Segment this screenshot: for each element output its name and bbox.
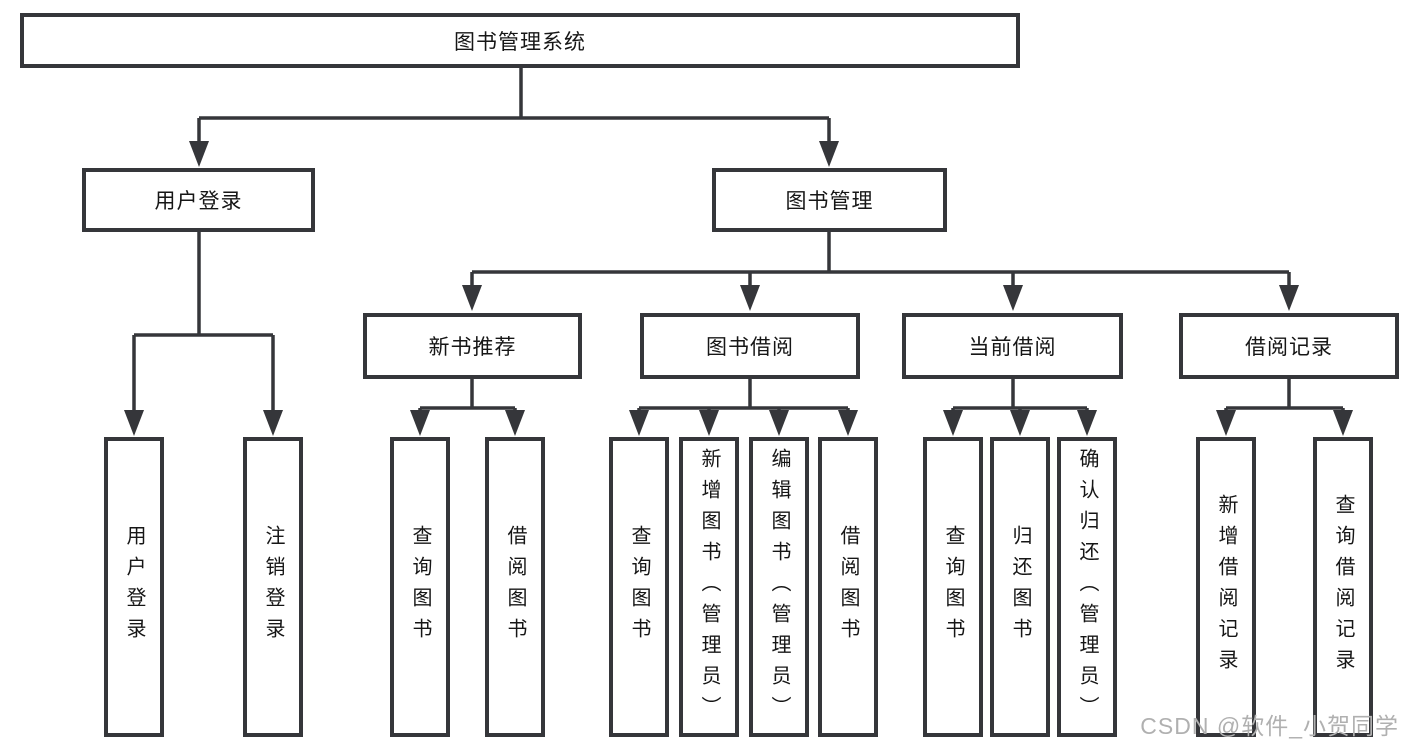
leaf-newbook-borrow-books: 借阅图书 (485, 437, 545, 737)
leaf-borrow-borrow-books-label: 借阅图书 (837, 525, 859, 649)
leaf-borrow-edit-books-admin: 编辑图书（管理员） (749, 437, 809, 737)
leaf-records-query-record: 查询借阅记录 (1313, 437, 1373, 737)
node-borrow-records-label: 借阅记录 (1245, 336, 1333, 359)
csdn-watermark: CSDN @软件_小贺同学 (1140, 713, 1399, 739)
leaf-logout-label: 注销登录 (262, 525, 284, 649)
leaf-user-login: 用户登录 (104, 437, 164, 737)
node-book-borrow: 图书借阅 (640, 313, 860, 379)
leaf-current-return-books: 归还图书 (990, 437, 1050, 737)
node-new-book-recommend-label: 新书推荐 (428, 336, 517, 359)
leaf-borrow-query-books: 查询图书 (609, 437, 669, 737)
node-root-system: 图书管理系统 (20, 13, 1020, 68)
leaf-user-login-label: 用户登录 (123, 525, 145, 649)
leaf-logout: 注销登录 (243, 437, 303, 737)
leaf-records-add-record: 新增借阅记录 (1196, 437, 1256, 737)
node-current-borrow: 当前借阅 (902, 313, 1123, 379)
leaf-current-query-books: 查询图书 (923, 437, 983, 737)
node-book-management-label: 图书管理 (785, 190, 874, 213)
leaf-newbook-query-books: 查询图书 (390, 437, 450, 737)
leaf-current-query-books-label: 查询图书 (942, 525, 964, 649)
leaf-borrow-edit-books-admin-label: 编辑图书（管理员） (768, 447, 790, 727)
leaf-newbook-query-books-label: 查询图书 (409, 525, 431, 649)
leaf-borrow-query-books-label: 查询图书 (628, 525, 650, 649)
node-root-label: 图书管理系统 (454, 30, 586, 54)
node-user-login-label: 用户登录 (154, 190, 243, 213)
node-borrow-records: 借阅记录 (1179, 313, 1399, 379)
leaf-borrow-add-books-admin-label: 新增图书（管理员） (698, 447, 720, 727)
leaf-borrow-add-books-admin: 新增图书（管理员） (679, 437, 739, 737)
node-user-login: 用户登录 (82, 168, 315, 232)
leaf-current-return-books-label: 归还图书 (1009, 525, 1031, 649)
leaf-records-add-record-label: 新增借阅记录 (1215, 494, 1237, 680)
leaf-current-confirm-return-admin: 确认归还（管理员） (1057, 437, 1117, 737)
leaf-current-confirm-return-admin-label: 确认归还（管理员） (1076, 447, 1098, 727)
node-current-borrow-label: 当前借阅 (968, 336, 1057, 359)
leaf-records-query-record-label: 查询借阅记录 (1332, 494, 1354, 680)
node-new-book-recommend: 新书推荐 (363, 313, 582, 379)
leaf-borrow-borrow-books: 借阅图书 (818, 437, 878, 737)
leaf-newbook-borrow-books-label: 借阅图书 (504, 525, 526, 649)
node-book-borrow-label: 图书借阅 (706, 336, 794, 359)
node-book-management: 图书管理 (712, 168, 947, 232)
